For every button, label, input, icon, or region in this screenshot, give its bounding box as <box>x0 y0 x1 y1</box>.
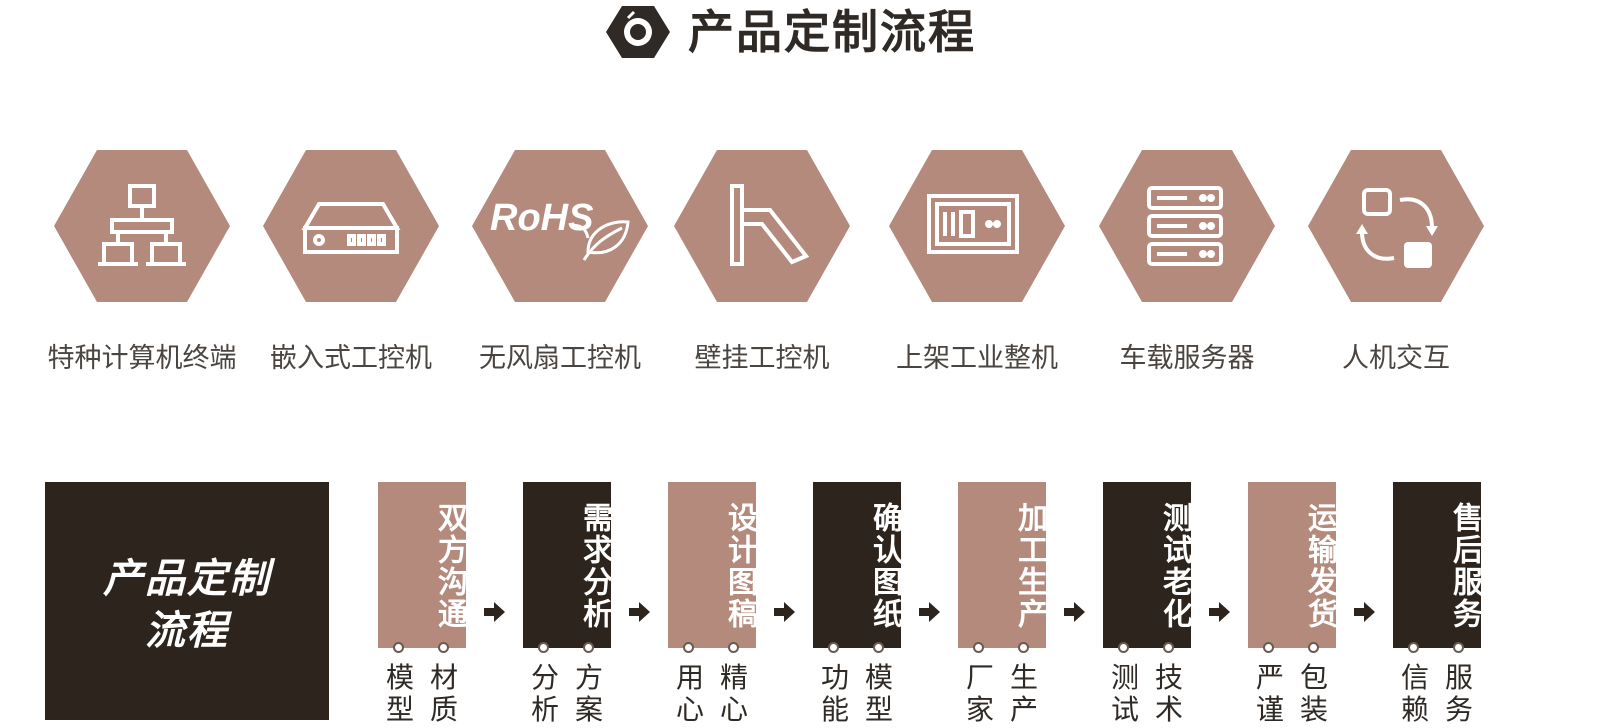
arrow-right-icon <box>484 602 505 622</box>
step-sub-right: 材质 <box>429 661 458 726</box>
dot-icon <box>538 642 549 653</box>
step-sub-right: 包装 <box>1299 661 1328 726</box>
step-label: 加工生产 <box>1012 502 1047 630</box>
step-label: 确认图纸 <box>867 502 902 630</box>
hexagon-shape <box>472 150 648 302</box>
category-rack-chassis[interactable]: 上架工业整机 <box>887 148 1067 384</box>
dot-icon <box>1118 642 1129 653</box>
step-sub-left: 分析 <box>530 661 559 726</box>
category-vehicle-server[interactable]: 车载服务器 <box>1097 148 1277 384</box>
arrow-right-icon <box>629 602 650 622</box>
category-label: 车载服务器 <box>1119 343 1255 374</box>
category-label: 无风扇工控机 <box>479 343 641 374</box>
category-label: 嵌入式工控机 <box>270 343 432 374</box>
step-sub-left: 用心 <box>675 661 704 726</box>
process-step-1[interactable]: 双方沟通 模型 材质 <box>378 482 467 728</box>
step-sub-right: 精心 <box>719 661 748 726</box>
dot-icon <box>683 642 694 653</box>
step-label: 测试老化 <box>1157 502 1192 630</box>
process-title-line2: 流程 <box>145 608 229 654</box>
dot-icon <box>1163 642 1174 653</box>
step-card: 测试老化 <box>1103 482 1192 648</box>
rohs-leaf-icon: RoHS <box>490 197 630 261</box>
dot-icon <box>1018 642 1029 653</box>
step-sub-right: 方案 <box>574 661 603 726</box>
process-step-2[interactable]: 需求分析 分析 方案 <box>523 482 612 728</box>
step-sub-left: 模型 <box>385 661 414 726</box>
step-card: 需求分析 <box>523 482 612 648</box>
network-tree-icon <box>98 184 186 266</box>
dot-icon <box>1263 642 1274 653</box>
step-sub-right: 技术 <box>1154 661 1183 726</box>
step-card: 双方沟通 <box>378 482 467 648</box>
step-label: 运输发货 <box>1302 502 1337 630</box>
dot-icon <box>728 642 739 653</box>
category-fanless-ipc[interactable]: RoHS 无风扇工控机 <box>470 148 650 384</box>
step-card: 加工生产 <box>958 482 1047 648</box>
dot-icon <box>1453 642 1464 653</box>
step-sub-left: 功能 <box>820 661 849 726</box>
page-title: 产品定制流程 <box>688 5 976 59</box>
step-sub-left: 厂家 <box>965 661 994 726</box>
process-title-box: 产品定制 流程 <box>45 482 329 720</box>
process-step-6[interactable]: 测试老化 测试 技术 <box>1103 482 1192 728</box>
step-label: 双方沟通 <box>432 502 467 630</box>
step-sub-right: 服务 <box>1444 661 1473 726</box>
step-label: 需求分析 <box>577 502 612 630</box>
step-sub-left: 信赖 <box>1400 661 1429 726</box>
category-embedded-ipc[interactable]: 嵌入式工控机 <box>261 148 441 384</box>
step-sub-left: 测试 <box>1110 661 1139 726</box>
arrow-right-icon <box>1064 602 1085 622</box>
arrow-right-icon <box>1209 602 1230 622</box>
arrow-right-icon <box>1354 602 1375 622</box>
rack-chassis-icon <box>927 194 1019 254</box>
hexagon-shape <box>1308 150 1484 302</box>
process-step-8[interactable]: 售后服务 信赖 服务 <box>1393 482 1482 728</box>
category-hmi[interactable]: 人机交互 <box>1306 148 1486 384</box>
step-label: 设计图稿 <box>722 502 757 630</box>
step-sub-left: 严谨 <box>1255 661 1284 726</box>
step-sub-right: 生产 <box>1009 661 1038 726</box>
category-special-terminal[interactable]: 特种计算机终端 <box>48 148 237 384</box>
process-step-5[interactable]: 加工生产 厂家 生产 <box>958 482 1047 728</box>
category-label: 上架工业整机 <box>896 343 1058 374</box>
step-label: 售后服务 <box>1447 502 1482 630</box>
dot-icon <box>438 642 449 653</box>
category-label: 人机交互 <box>1342 343 1450 374</box>
dot-icon <box>828 642 839 653</box>
step-sub-right: 模型 <box>864 661 893 726</box>
embedded-box-icon <box>301 202 401 254</box>
hex-nut-icon <box>606 6 670 58</box>
step-card: 确认图纸 <box>813 482 902 648</box>
dot-icon <box>1408 642 1419 653</box>
process-step-4[interactable]: 确认图纸 功能 模型 <box>813 482 902 728</box>
category-label: 特种计算机终端 <box>47 343 237 374</box>
step-card: 售后服务 <box>1393 482 1482 648</box>
arrow-right-icon <box>774 602 795 622</box>
process-title-line1: 产品定制 <box>103 556 271 602</box>
hexagon-shape <box>889 150 1065 302</box>
category-wall-mount-ipc[interactable]: 壁挂工控机 <box>672 148 852 384</box>
swap-cycle-icon <box>1356 188 1438 268</box>
process-step-7[interactable]: 运输发货 严谨 包装 <box>1248 482 1337 728</box>
dot-icon <box>973 642 984 653</box>
dot-icon <box>393 642 404 653</box>
step-card: 运输发货 <box>1248 482 1337 648</box>
step-card: 设计图稿 <box>668 482 757 648</box>
arrow-right-icon <box>919 602 940 622</box>
rohs-text: RoHS <box>490 197 593 239</box>
wall-mount-icon <box>730 184 810 266</box>
dot-icon <box>583 642 594 653</box>
dot-icon <box>1308 642 1319 653</box>
server-stack-icon <box>1147 186 1223 266</box>
process-step-3[interactable]: 设计图稿 用心 精心 <box>668 482 757 728</box>
page-header: 产品定制流程 <box>0 0 1600 64</box>
category-label: 壁挂工控机 <box>694 343 830 374</box>
dot-icon <box>873 642 884 653</box>
